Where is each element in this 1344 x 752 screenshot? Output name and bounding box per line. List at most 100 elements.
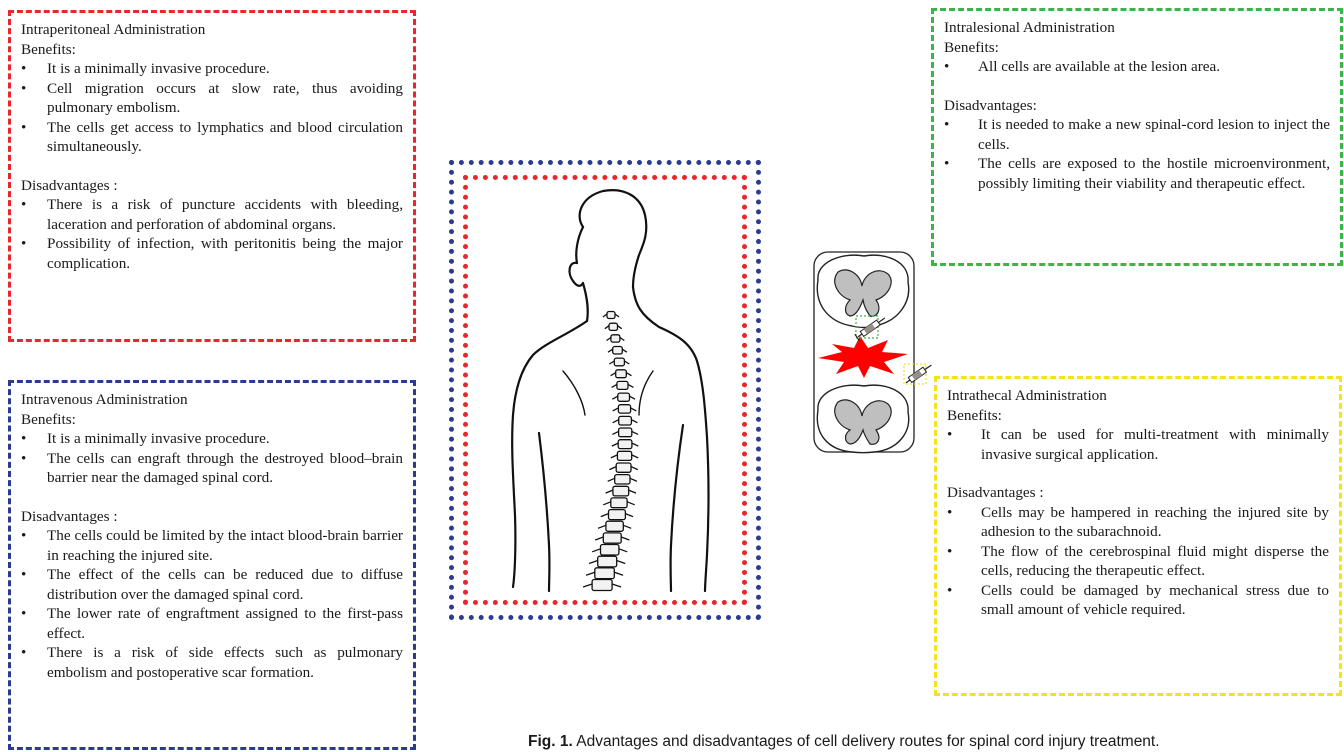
cord-cross-section-bottom [817,385,908,453]
caption-label: Fig. 1. [528,733,573,750]
intrathecal-benefits-list: It can be used for multi-treatment with … [947,425,1329,464]
intralesional-benefits-label: Benefits: [944,38,1330,58]
vertebra-process [612,396,618,399]
vertebra-process [611,373,616,376]
benefit-item: The cells can engraft through the destro… [21,449,403,488]
disadvantage-item: Cells may be hampered in reaching the in… [947,503,1329,542]
intrathecal-box: Intrathecal Administration Benefits: It … [934,376,1342,696]
disadvantage-item: The effect of the cells can be reduced d… [21,565,403,604]
vertebra-process [598,525,606,528]
vertebra [617,381,628,389]
vertebra [615,475,630,484]
intralesional-benefits-list: All cells are available at the lesion ar… [944,57,1330,77]
intraperitoneal-benefits-label: Benefits: [21,40,403,60]
vertebra-process [619,549,627,552]
vertebra-process [607,338,611,341]
vertebra [613,347,623,355]
vertebra [606,521,623,531]
vertebra-process [623,525,631,528]
vertebra-process [631,408,637,411]
vertebra-process [613,408,619,411]
intralesional-disadvantages-list: It is needed to make a new spinal-cord l… [944,115,1330,193]
vertebra-process [621,537,629,540]
vertebra-process [631,467,638,470]
vertebra [611,498,627,508]
intraperitoneal-title: Intraperitoneal Administration [21,20,403,40]
spinal-cord-lesion-illustration [808,250,938,455]
vertebra-process [613,420,619,423]
vertebra-process [632,443,638,446]
figure-caption: Fig. 1. Advantages and disadvantages of … [528,733,1344,751]
intralesional-box: Intralesional Administration Benefits: A… [931,8,1343,266]
vertebra-process [611,455,618,458]
intravenous-benefits-list: It is a minimally invasive procedure. Th… [21,429,403,488]
benefit-item: All cells are available at the lesion ar… [944,57,1330,77]
benefit-item: The cells get access to lymphatics and b… [21,118,403,157]
vertebra [616,463,631,472]
intraperitoneal-disadvantages-label: Disadvantages : [21,176,403,196]
intravenous-disadvantages-label: Disadvantages : [21,507,403,527]
vertebra-process [608,478,615,481]
intralesional-title: Intralesional Administration [944,18,1330,38]
cord-cross-section-top [817,255,908,327]
intravenous-box: Intravenous Administration Benefits: It … [8,380,416,750]
intravenous-disadvantages-list: The cells could be limited by the intact… [21,526,403,682]
disadvantage-item: The lower rate of engraftment assigned t… [21,604,403,643]
vertebra-process [601,514,609,517]
disadvantage-item: The flow of the cerebrospinal fluid migh… [947,542,1329,581]
vertebra [607,312,615,319]
vertebra-process [626,373,631,376]
vertebra-process [612,431,618,434]
intralesional-disadvantages-label: Disadvantages: [944,96,1330,116]
intrathecal-title: Intrathecal Administration [947,386,1329,406]
syringe-icon [904,363,933,386]
vertebra-process [609,361,614,364]
vertebra-process [624,361,629,364]
lesion-burst [818,336,908,378]
intrathecal-benefits-label: Benefits: [947,406,1329,426]
vertebra-process [595,537,603,540]
vertebra [619,428,632,437]
vertebra-process [586,572,595,575]
vertebra [614,358,624,366]
vertebra-process [608,349,613,352]
vertebra-process [609,467,616,470]
vertebra [618,393,630,401]
intravenous-title: Intravenous Administration [21,390,403,410]
vertebra-process [592,549,600,552]
vertebra-process [632,455,639,458]
benefit-item: It is a minimally invasive procedure. [21,429,403,449]
intrathecal-disadvantages-label: Disadvantages : [947,483,1329,503]
vertebra-process [603,502,611,505]
vertebra [619,416,632,425]
vertebra-process [612,443,618,446]
vertebra-process [617,561,626,564]
vertebra-process [629,490,636,493]
vertebra-process [606,490,613,493]
vertebra [592,580,612,591]
intraperitoneal-benefits-list: It is a minimally invasive procedure. Ce… [21,59,403,157]
vertebra [609,510,626,520]
benefit-item: It is a minimally invasive procedure. [21,59,403,79]
disadvantage-item: There is a risk of side effects such as … [21,643,403,682]
vertebra [603,533,621,543]
benefit-item: Cell migration occurs at slow rate, thus… [21,79,403,118]
disadvantage-item: It is needed to make a new spinal-cord l… [944,115,1330,154]
intraperitoneal-disadvantages-list: There is a risk of puncture accidents wi… [21,195,403,273]
vertebra-process [614,572,623,575]
spine-vertebrae [583,312,638,591]
vertebra-process [631,420,637,423]
vertebra [617,451,631,460]
vertebra [616,370,627,378]
vertebra-process [612,584,621,587]
vertebra-process [627,502,635,505]
vertebra-process [583,584,592,587]
human-back-figure-illustration [463,175,747,605]
vertebra-process [612,384,617,387]
vertebra-process [589,561,598,564]
vertebra-process [625,514,633,517]
vertebra [609,323,618,330]
vertebra-process [628,384,633,387]
intraperitoneal-box: Intraperitoneal Administration Benefits:… [8,10,416,342]
vertebra [595,568,615,579]
